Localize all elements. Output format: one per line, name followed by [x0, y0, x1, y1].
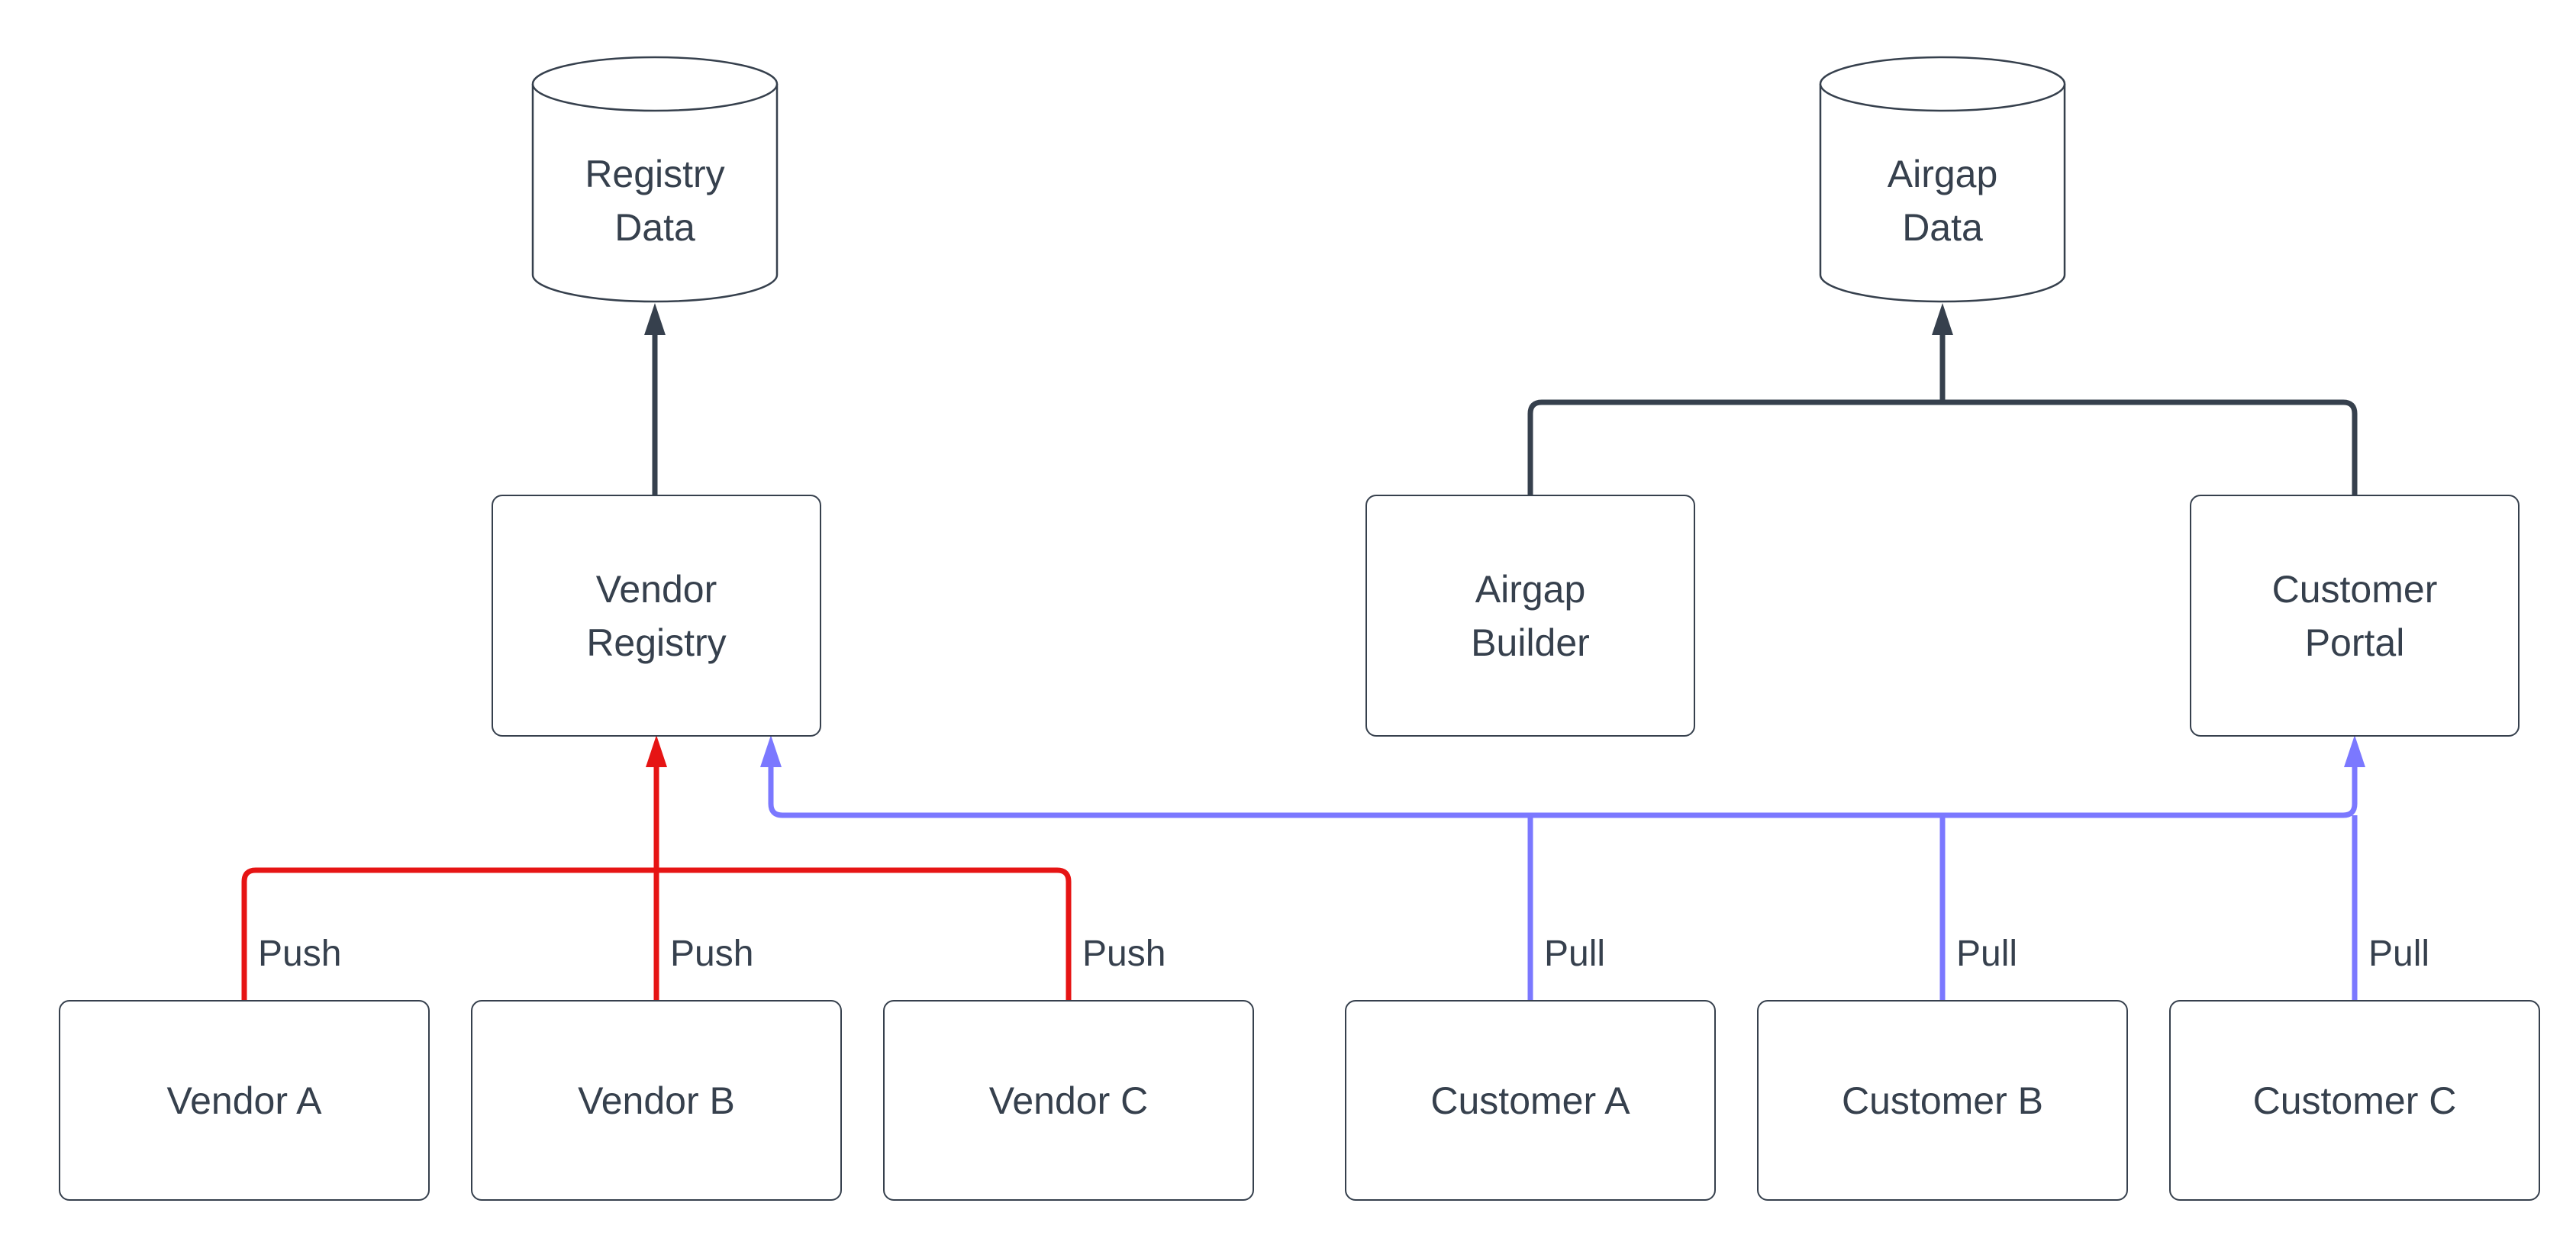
node-vendor-registry: Vendor Registry — [492, 495, 821, 737]
node-registry-data-label: Registry Data — [502, 147, 808, 254]
vendor-a-label: Vendor A — [166, 1079, 322, 1122]
arrowhead-pull-vendor-registry — [760, 735, 782, 767]
customer-portal-line1: Customer — [2271, 567, 2438, 611]
arrowhead-pull-customer-portal — [2344, 735, 2365, 767]
arrowhead-airgap-data — [1932, 303, 1953, 335]
airgap-data-line1: Airgap — [1887, 153, 1998, 195]
edge-builder-portal-tree — [1527, 399, 2358, 495]
customer-c-label: Customer C — [2252, 1079, 2457, 1122]
node-customer-a: Customer A — [1345, 1000, 1716, 1201]
edge-label-push-vendor-b: Push — [670, 934, 754, 974]
customer-b-label: Customer B — [1842, 1079, 2043, 1122]
airgap-data-line2: Data — [1902, 206, 1983, 249]
edge-label-pull-customer-b: Pull — [1956, 934, 2018, 974]
node-vendor-c: Vendor C — [883, 1000, 1254, 1201]
node-vendor-b: Vendor B — [471, 1000, 842, 1201]
node-airgap-builder: Airgap Builder — [1365, 495, 1695, 737]
vendor-registry-line2: Registry — [586, 621, 727, 664]
customer-a-label: Customer A — [1430, 1079, 1630, 1122]
arrowhead-registry-data — [644, 303, 666, 335]
node-customer-c: Customer C — [2169, 1000, 2540, 1201]
customer-portal-line2: Portal — [2304, 621, 2405, 664]
airgap-builder-line1: Airgap — [1475, 567, 1586, 611]
edge-label-pull-customer-c: Pull — [2368, 934, 2430, 974]
registry-data-cylinder-shape — [531, 56, 779, 303]
vendor-c-label: Vendor C — [988, 1079, 1149, 1122]
node-customer-portal: Customer Portal — [2190, 495, 2520, 737]
airgap-data-cylinder-shape — [1819, 56, 2066, 303]
node-vendor-a: Vendor A — [59, 1000, 430, 1201]
edge-pull-bus — [768, 766, 2358, 818]
airgap-builder-line2: Builder — [1471, 621, 1590, 664]
registry-data-line1: Registry — [585, 153, 725, 195]
node-customer-b: Customer B — [1757, 1000, 2128, 1201]
edge-label-pull-customer-a: Pull — [1544, 934, 1606, 974]
node-airgap-data-label: Airgap Data — [1790, 147, 2095, 254]
edge-label-push-vendor-a: Push — [258, 934, 342, 974]
vendor-b-label: Vendor B — [578, 1079, 735, 1122]
arrowhead-push-vendor-registry — [646, 735, 667, 767]
registry-data-line2: Data — [614, 206, 695, 249]
edge-label-push-vendor-c: Push — [1082, 934, 1166, 974]
vendor-registry-line1: Vendor — [595, 567, 717, 611]
